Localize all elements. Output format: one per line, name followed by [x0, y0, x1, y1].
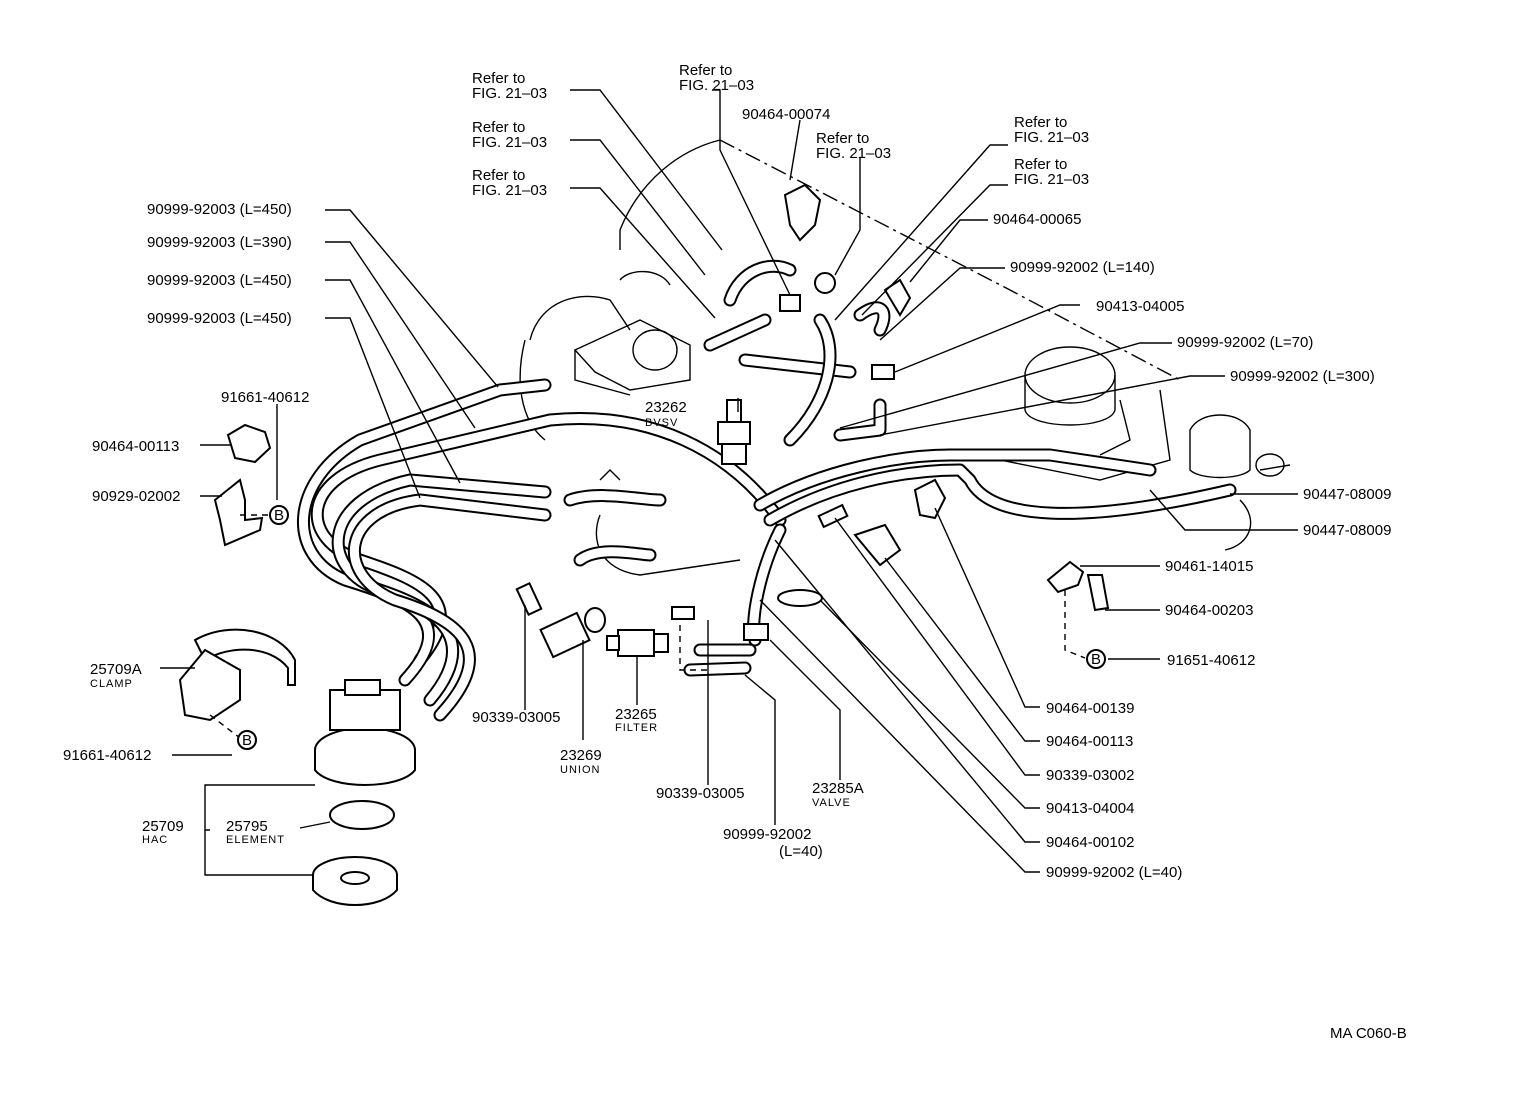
label-90464-00203: 90464-00203 — [1165, 602, 1253, 619]
leader-lines — [160, 89, 1298, 876]
label-23262: 23262 — [645, 399, 687, 416]
dash-line-b3 — [1064, 590, 1086, 659]
pipe-90339-03002 — [817, 503, 849, 529]
label-23265-name: FILTER — [615, 722, 658, 734]
label-refer-1: Refer to — [472, 70, 525, 87]
diagram-code: MA C060-B — [1330, 1025, 1407, 1042]
label-refer-7: Refer to — [1014, 156, 1067, 173]
label-refer-4: Refer to — [679, 62, 732, 79]
union-23269 — [515, 582, 606, 659]
valve-23285a — [743, 623, 769, 641]
label-91661-40612-b: 91661-40612 — [63, 747, 151, 764]
b-mark-2-text: B — [242, 732, 252, 749]
label-25709a-name: CLAMP — [90, 678, 133, 690]
label-90999-92003-l450-c: 90999-92003 (L=450) — [147, 310, 292, 327]
label-90464-00065: 90464-00065 — [993, 211, 1081, 228]
label-refer-2b: FIG. 21–03 — [472, 134, 547, 151]
label-90464-00113-a: 90464-00113 — [92, 438, 179, 455]
bvsv-23262 — [717, 399, 751, 465]
dash-line-b2 — [209, 714, 241, 739]
label-25795: 25795 — [226, 818, 268, 835]
label-25709-name: HAC — [142, 834, 168, 846]
filter-23265 — [606, 629, 669, 657]
clip-90464-00203 — [1086, 574, 1110, 612]
label-refer-3b: FIG. 21–03 — [472, 182, 547, 199]
label-25709: 25709 — [142, 818, 184, 835]
label-90999-92002-l40-b: 90999-92002 (L=40) — [1046, 864, 1182, 881]
label-90447-08009-b: 90447-08009 — [1303, 522, 1391, 539]
clip-90464-00113a — [226, 423, 272, 464]
bracket-90461-14015 — [1046, 560, 1085, 594]
b-mark-3-text: B — [1091, 651, 1101, 668]
label-90461-14015: 90461-14015 — [1165, 558, 1253, 575]
label-91651-40612: 91651-40612 — [1167, 652, 1255, 669]
label-90929-02002: 90929-02002 — [92, 488, 180, 505]
clamp-25709a — [178, 628, 296, 722]
label-25709a: 25709A — [90, 661, 142, 678]
label-refer-5: Refer to — [816, 130, 869, 147]
bracket-90929-02002 — [213, 478, 264, 547]
clip-90464-00113b — [853, 523, 902, 567]
label-90464-00074: 90464-00074 — [742, 106, 830, 123]
label-refer-1b: FIG. 21–03 — [472, 85, 547, 102]
label-23269: 23269 — [560, 747, 602, 764]
ring-90413-04004 — [777, 589, 823, 607]
part-labels: Refer to FIG. 21–03 Refer to FIG. 21–03 … — [63, 62, 1407, 1042]
engine-outline — [519, 139, 1291, 576]
hac-assembly — [312, 679, 416, 906]
b-mark-1: B — [269, 505, 289, 525]
dash-line-pipes — [679, 625, 710, 671]
label-refer-2: Refer to — [472, 119, 525, 136]
label-90339-03005-b: 90339-03005 — [656, 785, 744, 802]
label-refer-4b: FIG. 21–03 — [679, 77, 754, 94]
label-91661-40612-a: 91661-40612 — [221, 389, 309, 406]
b-mark-2: B — [237, 730, 257, 750]
label-23285a: 23285A — [812, 780, 864, 797]
tee-90413-04005 — [871, 364, 895, 380]
label-90999-92002-l40-a2: (L=40) — [779, 843, 823, 860]
label-90999-92003-l450-b: 90999-92003 (L=450) — [147, 272, 292, 289]
tee-upper — [779, 294, 801, 312]
valve-upper — [814, 272, 836, 294]
label-90999-92002-l300: 90999-92002 (L=300) — [1230, 368, 1375, 385]
label-23269-name: UNION — [560, 764, 600, 776]
label-23285a-name: VALVE — [812, 797, 851, 809]
pipe-90339-03005 — [671, 606, 695, 620]
clip-90464-00139 — [913, 478, 947, 520]
label-90999-92002-l140: 90999-92002 (L=140) — [1010, 259, 1155, 276]
clip-90464-00074 — [783, 183, 822, 242]
label-90464-00139: 90464-00139 — [1046, 700, 1134, 717]
b-mark-1-text: B — [274, 507, 284, 524]
label-refer-5b: FIG. 21–03 — [816, 145, 891, 162]
label-90413-04004: 90413-04004 — [1046, 800, 1134, 817]
label-90464-00102: 90464-00102 — [1046, 834, 1134, 851]
label-refer-3: Refer to — [472, 167, 525, 184]
label-90999-92003-l390: 90999-92003 (L=390) — [147, 234, 292, 251]
small-parts — [178, 183, 1110, 906]
label-90999-92003-l450-a: 90999-92003 (L=450) — [147, 201, 292, 218]
b-mark-3: B — [1086, 649, 1106, 669]
label-refer-6: Refer to — [1014, 114, 1067, 131]
label-25795-name: ELEMENT — [226, 834, 285, 846]
label-90413-04005: 90413-04005 — [1096, 298, 1184, 315]
clip-90464-00065 — [883, 278, 912, 317]
label-refer-6b: FIG. 21–03 — [1014, 129, 1089, 146]
label-90999-92002-l40-a: 90999-92002 — [723, 826, 811, 843]
label-90339-03005-a: 90339-03005 — [472, 709, 560, 726]
label-90999-92002-l70: 90999-92002 (L=70) — [1177, 334, 1313, 351]
label-90464-00113-b: 90464-00113 — [1046, 733, 1133, 750]
label-23265: 23265 — [615, 706, 657, 723]
label-90447-08009-a: 90447-08009 — [1303, 486, 1391, 503]
label-refer-7b: FIG. 21–03 — [1014, 171, 1089, 188]
label-23262-name: BVSV — [645, 417, 678, 429]
label-90339-03002: 90339-03002 — [1046, 767, 1134, 784]
